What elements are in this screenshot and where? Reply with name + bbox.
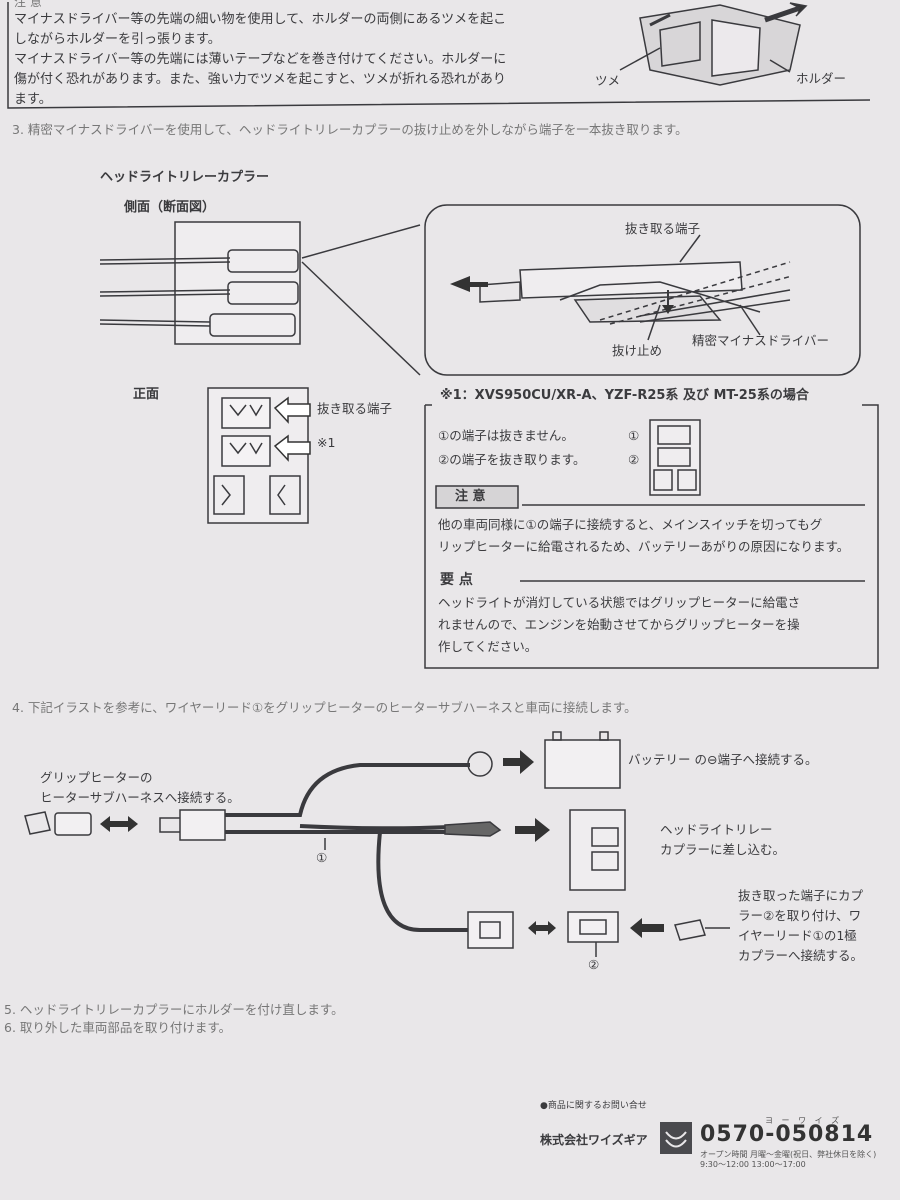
stopper-label: 抜け止め <box>612 343 663 358</box>
note-caution-text: 他の車両同様に①の端子に接続すると、メインスイッチを切ってもグ リップヒーターに… <box>438 514 849 558</box>
caution-line: マイナスドライバー等の先端には薄いテープなどを巻き付けてください。ホルダーに <box>14 52 507 67</box>
caution-line: しながらホルダーを引っ張ります。 <box>14 32 221 47</box>
double-arrow-icon <box>528 921 556 935</box>
point-text: ヘッドライトが消灯している状態ではグリップヒーターに給電さ れませんので、エンジ… <box>438 592 800 658</box>
right-arrow-icon <box>515 818 550 842</box>
coupler-side-view <box>99 221 421 376</box>
terminal-label: 抜き取った端子にカプ ラー②を取り付け、ワ イヤーリード①の1極 カプラーへ接続… <box>738 886 863 966</box>
note-caution-line: リップヒーターに給電されるため、バッテリーあがりの原因になります。 <box>438 539 850 554</box>
front-terminal-label: 抜き取る端子 <box>317 401 393 416</box>
step6-text: 6. 取り外した車両部品を取り付けます。 <box>4 1020 232 1035</box>
note-box-border <box>424 404 879 669</box>
terminal-label-line: イヤーリード①の1極 <box>738 928 857 943</box>
step5-text: 5. ヘッドライトリレーカプラーにホルダーを付け直します。 <box>4 1002 344 1017</box>
pointer-arrow-icon <box>273 396 311 424</box>
phone-number: 0570-050814 <box>700 1122 874 1147</box>
caution-text: マイナスドライバー等の先端の細い物を使用して、ホルダーの両側にあるツメを起こ し… <box>14 10 506 110</box>
caution-box-border <box>7 2 871 109</box>
left-arrow-icon <box>630 918 664 938</box>
zoom-panel <box>424 204 861 376</box>
point-label: 要 点 <box>440 572 473 588</box>
coupler-title: ヘッドライトリレーカプラー <box>100 170 270 185</box>
relay-label-line: ヘッドライトリレー <box>660 822 773 837</box>
company-name: 株式会社ワイズギア <box>540 1133 648 1147</box>
note-caution-label: 注 意 <box>455 489 486 504</box>
inquiry-text: ●商品に関するお問い合せ <box>540 1101 647 1111</box>
terminal-label-line: カプラーへ接続する。 <box>738 948 864 963</box>
note-line-2: ②の端子を抜き取ります。 <box>438 452 586 467</box>
note-caution-line: 他の車両同様に①の端子に接続すると、メインスイッチを切ってもグ <box>438 517 823 532</box>
holder-figure <box>619 2 808 86</box>
grip-label: グリップヒーターの ヒーターサブハーネスへ接続する。 <box>40 768 240 808</box>
tsume-label: ツメ <box>595 73 621 88</box>
caution-line: 傷が付く恐れがあります。また、強い力でツメを起こすと、ツメが折れる恐れがあり <box>14 72 506 87</box>
caution-heading: 注 意 <box>14 0 42 9</box>
wire-mark-1: ① <box>316 850 328 865</box>
relay-label-line: カプラーに差し込む。 <box>660 842 786 857</box>
note-mark-2: ② <box>628 452 640 467</box>
down-arrow-icon <box>662 305 674 314</box>
hours-line-1: オープン時間 月曜〜金曜(祝日、弊社休日を除く) <box>700 1150 877 1159</box>
wiring-diagram <box>24 731 730 957</box>
right-arrow-icon <box>503 750 534 774</box>
terminal-label-line: 抜き取った端子にカプ <box>738 888 864 903</box>
caution-line: ます。 <box>14 92 52 107</box>
front-note-mark: ※1 <box>317 435 336 450</box>
left-arrow-icon <box>450 276 470 292</box>
relay-label: ヘッドライトリレー カプラーに差し込む。 <box>660 820 785 860</box>
point-line: れませんので、エンジンを始動させてからグリップヒーターを操 <box>438 617 800 632</box>
phone-ruby: ヨ ー ワ イ ズ <box>765 1116 843 1125</box>
terminal-label-line: ラー②を取り付け、ワ <box>738 908 862 923</box>
point-line: ヘッドライトが消灯している状態ではグリップヒーターに給電さ <box>438 595 801 610</box>
front-view-label: 正面 <box>133 387 160 402</box>
pointer-arrow-icon <box>273 434 311 462</box>
double-arrow-icon <box>100 816 138 832</box>
step3-text: 3. 精密マイナスドライバーを使用して、ヘッドライトリレーカプラーの抜け止めを外… <box>12 122 688 137</box>
hours-line-2: 9:30〜12:00 13:00〜17:00 <box>700 1160 806 1169</box>
grip-label-line: ヒーターサブハーネスへ接続する。 <box>40 790 240 805</box>
holder-label: ホルダー <box>796 71 847 86</box>
step4-text: 4. 下記イラストを参考に、ワイヤーリード①をグリップヒーターのヒーターサブハー… <box>12 700 637 715</box>
side-view-label: 側面（断面図） <box>124 200 216 215</box>
note-mark-1: ① <box>628 428 640 443</box>
note-line-1: ①の端子は抜きません。 <box>438 428 574 443</box>
caution-line: マイナスドライバー等の先端の細い物を使用して、ホルダーの両側にあるツメを起こ <box>14 12 507 27</box>
battery-label: バッテリー の⊖端子へ接続する。 <box>628 752 818 767</box>
coupler-mark-2: ② <box>588 957 600 972</box>
point-line: 作してください。 <box>438 639 538 654</box>
grip-label-line: グリップヒーターの <box>40 770 153 785</box>
note-box-title: ※1：XVS950CU/XR-A、YZF-R25系 及び MT-25系の場合 <box>436 386 813 406</box>
zoom-terminal-label: 抜き取る端子 <box>625 221 701 236</box>
driver-label: 精密マイナスドライバー <box>692 333 830 348</box>
